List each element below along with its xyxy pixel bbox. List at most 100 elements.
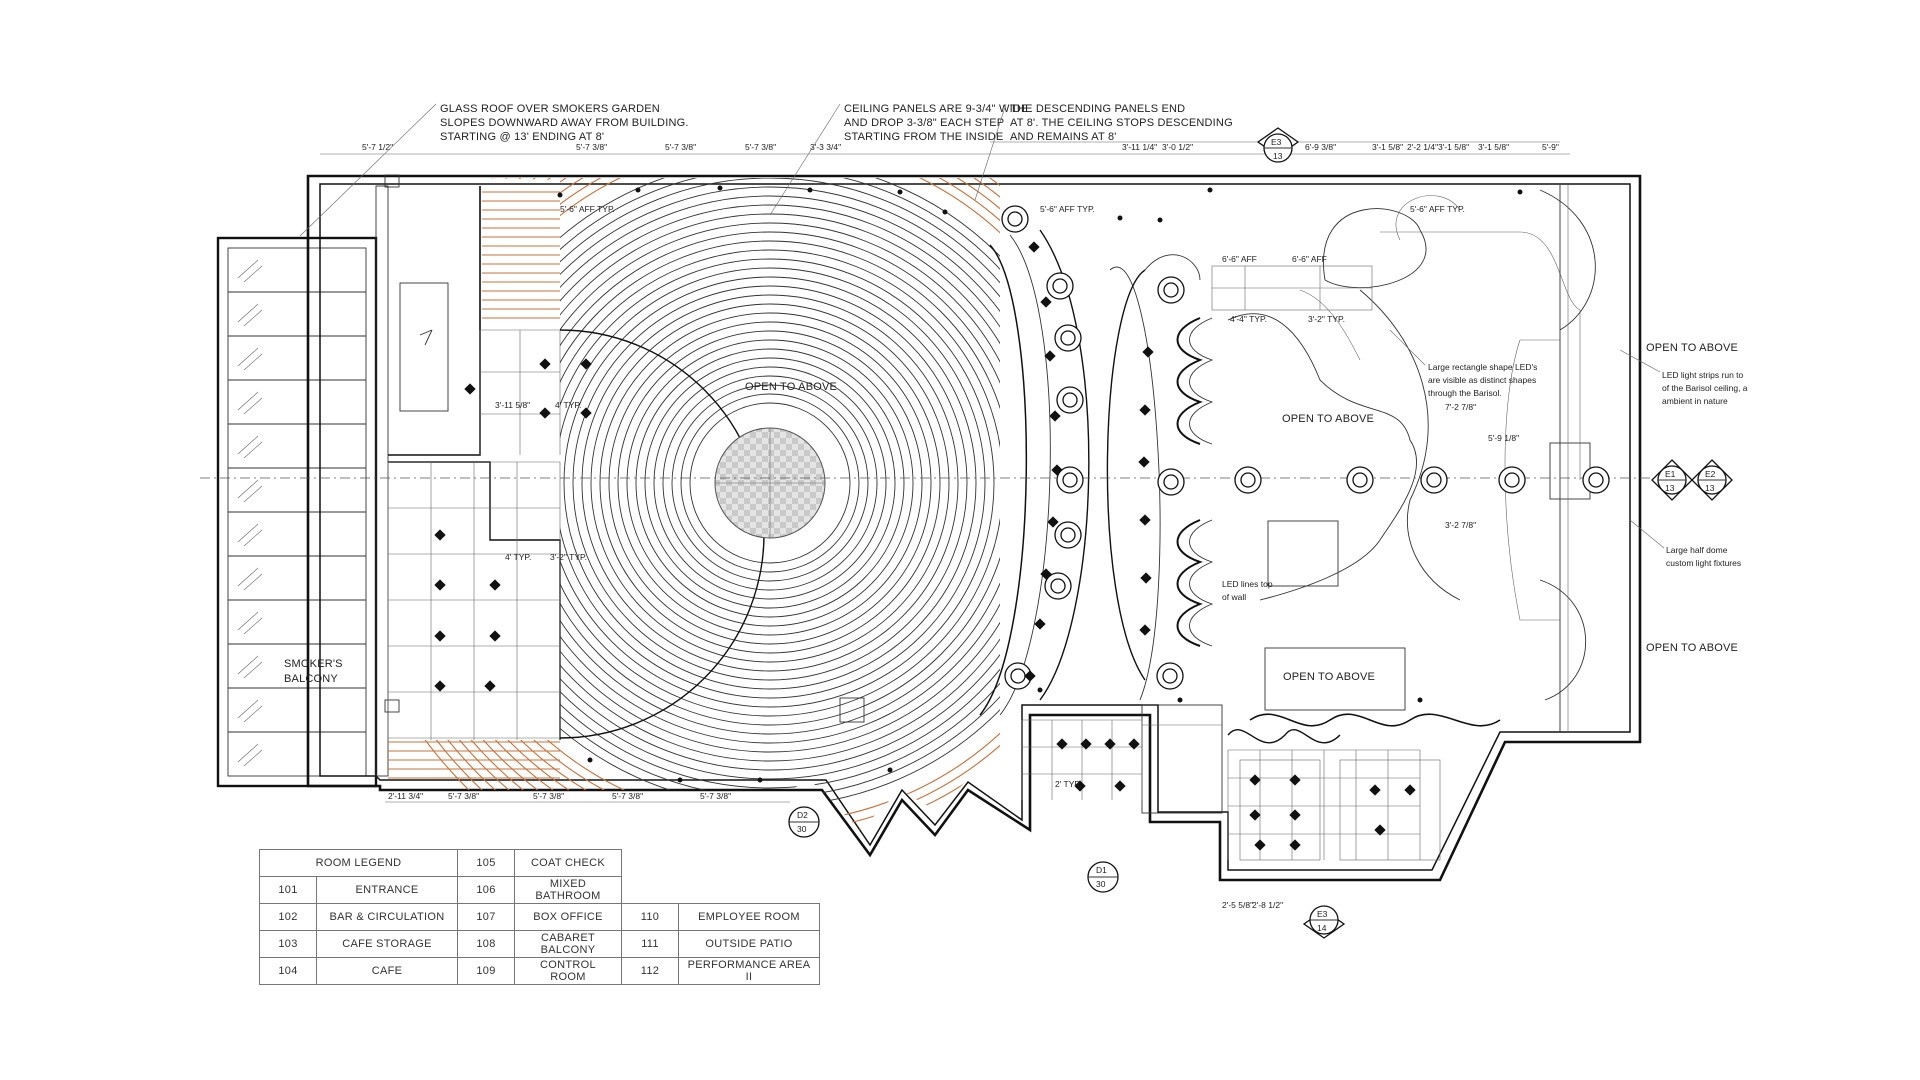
bottom-dimensions: 2'-11 3/4" 5'-7 3/8" 5'-7 3/8" 5'-7 3/8"… — [385, 791, 790, 803]
note-led-strips: LED light strips run to of the Barisol c… — [1619, 349, 1748, 406]
glass-hatch — [237, 567, 259, 587]
svg-text:30: 30 — [1096, 879, 1106, 889]
downlight-fixture — [434, 630, 446, 642]
ceiling-ring — [617, 330, 923, 636]
light-fixtures — [434, 185, 1610, 851]
downlight-fixture — [434, 579, 446, 591]
downlight-fixture — [464, 383, 476, 395]
marker-e3-top: E3 13 — [1256, 127, 1300, 163]
room-name: CAFE — [316, 957, 458, 985]
recessed-light-inner — [1352, 472, 1368, 488]
room-name: MIXED BATHROOM — [514, 876, 622, 904]
svg-text:AT 8'. THE CEILING STOPS DESCE: AT 8'. THE CEILING STOPS DESCENDING — [1010, 117, 1233, 129]
room-name: ENTRANCE — [316, 876, 458, 904]
ceiling-ring — [560, 222, 1000, 744]
svg-text:13: 13 — [1273, 151, 1283, 161]
ceiling-point-light — [1157, 217, 1163, 223]
recessed-light-inner — [1162, 668, 1178, 684]
wavy-wall-upper — [1176, 317, 1214, 445]
glass-hatch — [237, 699, 259, 719]
glass-hatch — [237, 611, 259, 631]
downlight-fixture — [1074, 780, 1086, 792]
downlight-fixture — [1249, 774, 1261, 786]
room-number: 109 — [457, 957, 515, 985]
dimension-label: 5'-7 3/8" — [448, 791, 479, 801]
ceiling-ring — [560, 249, 1000, 717]
ceiling-ring — [560, 258, 995, 708]
glass-hatch — [237, 479, 259, 499]
room-name: OUTSIDE PATIO — [678, 930, 820, 958]
glass-hatch — [243, 573, 263, 591]
dimension-label: 5'-6" AFF TYP. — [1040, 204, 1095, 214]
dimension-label: 3'-1 5/8" — [1438, 142, 1469, 152]
svg-text:Large rectangle shape LED's: Large rectangle shape LED's — [1428, 362, 1537, 372]
downlight-fixture — [1051, 464, 1063, 476]
downlight-fixture — [1114, 780, 1126, 792]
dimension-label: 5'-9 1/8" — [1488, 433, 1519, 443]
ceiling-point-light — [1177, 697, 1183, 703]
downlight-fixture — [1249, 809, 1261, 821]
dimension-label: 2' TYP. — [1055, 779, 1081, 789]
ceiling-point-light — [717, 185, 723, 191]
dimension-label: 5'-7 3/8" — [576, 142, 607, 152]
dimension-label: 6'-6" AFF — [1292, 254, 1327, 264]
ceiling-ring — [560, 204, 1000, 762]
smokers-balcony — [216, 236, 378, 788]
dimension-label: 2'-5 5/8" — [1222, 900, 1253, 910]
recessed-light-inner — [1007, 211, 1023, 227]
ceiling-ring — [560, 267, 986, 699]
svg-text:of wall: of wall — [1222, 592, 1246, 602]
svg-text:D1: D1 — [1096, 865, 1107, 875]
downlight-fixture — [539, 358, 551, 370]
downlight-fixture — [539, 407, 551, 419]
downlight-fixture — [1139, 404, 1151, 416]
downlight-fixture — [1139, 514, 1151, 526]
floor-tile-grid — [387, 329, 561, 740]
glass-hatch — [243, 309, 263, 327]
svg-text:through the Barisol.: through the Barisol. — [1428, 388, 1502, 398]
dimension-label: 3'-2" TYP. — [550, 552, 587, 562]
ceiling-ring — [599, 312, 941, 654]
svg-text:E1: E1 — [1665, 469, 1676, 479]
dimension-label: 5'-6" AFF TYP. — [1410, 204, 1465, 214]
svg-text:CEILING PANELS ARE 9-3/4" WIDE: CEILING PANELS ARE 9-3/4" WIDE — [844, 103, 1029, 115]
downlight-fixture — [1024, 670, 1036, 682]
ceiling-point-light — [1037, 687, 1043, 693]
marker-d1: D1 30 — [1087, 861, 1119, 893]
recessed-light-inner — [1588, 472, 1604, 488]
interior-dimensions: 4'-4" TYP. 3'-2" TYP. 3'-11 5/8" 4' TYP.… — [495, 204, 1519, 910]
downlight-fixture — [1047, 516, 1059, 528]
svg-text:THE DESCENDING PANELS END: THE DESCENDING PANELS END — [1010, 103, 1185, 115]
dimension-label: 2'-8 1/2" — [1252, 900, 1283, 910]
barisol-ceiling — [1211, 185, 1596, 732]
ceiling-ring — [644, 357, 896, 609]
dimension-label: 3'-11 1/4" — [1122, 142, 1157, 152]
ceiling-point-light — [1517, 189, 1523, 195]
room-name: PERFORMANCE AREA II — [678, 957, 820, 985]
room-number: 108 — [457, 930, 515, 958]
svg-text:E2: E2 — [1705, 469, 1716, 479]
ceiling-ring — [560, 186, 1000, 780]
room-number: 112 — [621, 957, 679, 985]
room-name: COAT CHECK — [514, 849, 622, 877]
glass-hatch — [237, 435, 259, 455]
downlight-fixture — [489, 579, 501, 591]
open-to-above-label: OPEN TO ABOVE — [1646, 342, 1738, 354]
glass-hatch — [243, 749, 263, 767]
dimension-label: 3'-2" TYP. — [1308, 314, 1345, 324]
downlight-fixture — [1128, 738, 1140, 750]
glass-hatch — [243, 441, 263, 459]
svg-text:of the Barisol ceiling, a: of the Barisol ceiling, a — [1662, 383, 1748, 393]
downlight-fixture — [1289, 809, 1301, 821]
svg-text:13: 13 — [1705, 483, 1715, 493]
glass-hatch — [243, 397, 263, 415]
marker-e1: E1 13 — [1651, 459, 1693, 501]
dimension-label: 4' TYP. — [555, 400, 581, 410]
dimension-label: 3'-2 7/8" — [1445, 520, 1476, 530]
glass-hatch — [243, 617, 263, 635]
glass-hatch — [237, 523, 259, 543]
glass-roof-panels — [228, 259, 366, 767]
marker-e3-bottom: E3 14 — [1302, 905, 1346, 939]
svg-text:E3: E3 — [1271, 137, 1282, 147]
recessed-light-inner — [1240, 472, 1256, 488]
